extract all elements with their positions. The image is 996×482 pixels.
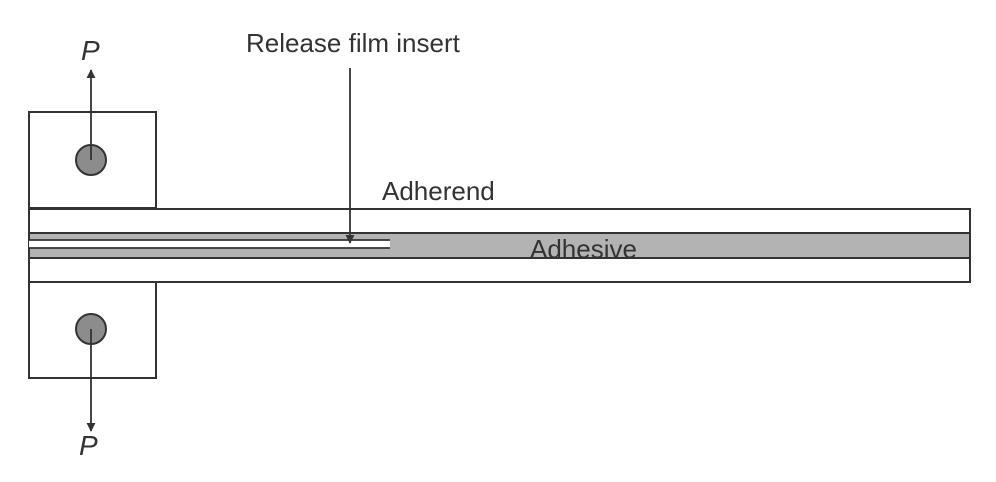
adherend-label: Adherend bbox=[382, 176, 495, 206]
release-film-label: Release film insert bbox=[246, 28, 461, 58]
upper-adherend bbox=[28, 208, 971, 234]
lower-adherend bbox=[28, 257, 971, 283]
bottom-force-label: P bbox=[79, 430, 98, 461]
release-film-insert bbox=[29, 240, 390, 248]
top-force-label: P bbox=[81, 35, 100, 66]
adhesive-label: Adhesive bbox=[530, 234, 637, 264]
